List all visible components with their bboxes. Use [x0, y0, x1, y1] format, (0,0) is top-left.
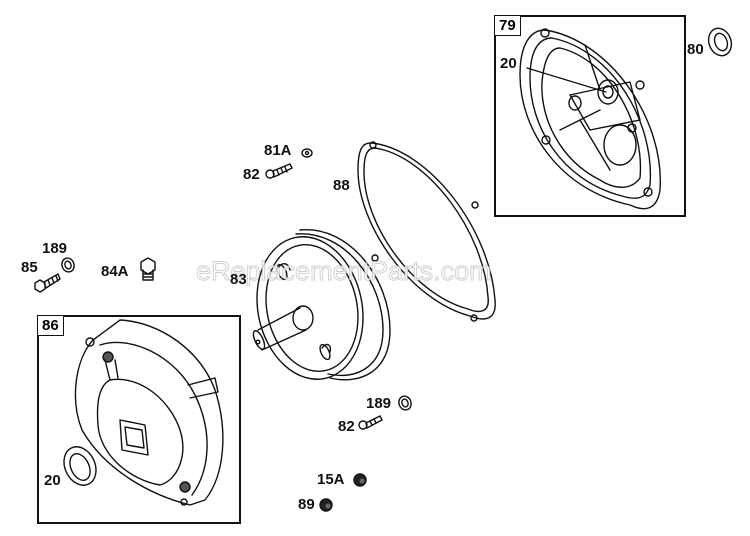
part-label-89[interactable]: 89 [298, 496, 315, 513]
part-label-84A[interactable]: 84A [101, 263, 129, 280]
callout-box-79 [494, 15, 686, 217]
part-label-15A[interactable]: 15A [317, 471, 345, 488]
part-label-80[interactable]: 80 [687, 41, 704, 58]
part-label-189-right[interactable]: 189 [366, 395, 392, 412]
seal-80-drawing [707, 27, 733, 57]
part-label-85[interactable]: 85 [21, 259, 38, 276]
part-label-20-bottom[interactable]: 20 [44, 472, 61, 489]
plug-84A-drawing [140, 257, 156, 281]
washer-81A-drawing [301, 148, 313, 158]
housing-86-drawing [74, 319, 224, 506]
seal-20-bottom-drawing [63, 446, 97, 486]
bolt-82-top-drawing [265, 163, 293, 179]
part-label-20-top[interactable]: 20 [500, 55, 517, 72]
rotor-83-drawing [252, 229, 391, 381]
callout-box-label-79[interactable]: 79 [494, 15, 521, 36]
part-label-82-bottom[interactable]: 82 [338, 418, 355, 435]
bolt-82-bottom-drawing [358, 415, 383, 430]
bolt-85-drawing [34, 273, 61, 293]
part-label-189-left[interactable]: 189 [42, 240, 68, 257]
plug-89-drawing [319, 498, 333, 512]
cover-79-drawing [519, 28, 661, 210]
washer-189-right-drawing [398, 395, 412, 411]
plug-15A-drawing [353, 473, 367, 487]
washer-189-left-drawing [61, 257, 75, 273]
gasket-88-drawing [357, 141, 496, 322]
callout-box-label-86[interactable]: 86 [37, 315, 64, 336]
watermark: eReplacementParts.com [196, 256, 493, 287]
part-label-82-top[interactable]: 82 [243, 166, 260, 183]
part-label-83[interactable]: 83 [230, 271, 247, 288]
part-label-81A[interactable]: 81A [264, 142, 292, 159]
callout-box-86 [37, 315, 241, 524]
part-label-88[interactable]: 88 [333, 177, 350, 194]
